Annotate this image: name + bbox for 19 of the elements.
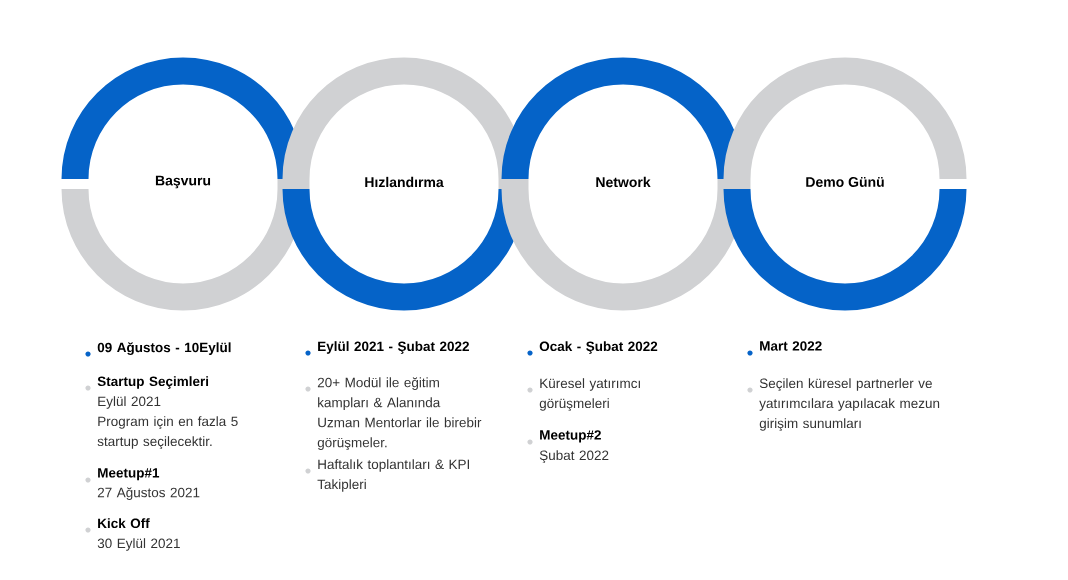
list-item: 20+ Modül ile eğitim kampları & Alanında Uzman Mentorlar ile birebir görüşmeler. <box>305 377 482 450</box>
item-text: Program için en fazla 5 startup seçilecektir. <box>97 416 238 449</box>
list-item: Seçilen küresel partnerler ve yatırımcılara yapılacak mezun girişim sunumları <box>747 378 940 431</box>
date-heading: Eylül 2021 - Şubat 2022 <box>305 341 469 356</box>
item-text: 30 Eylül 2021 <box>97 538 180 551</box>
list-item: Küresel yatırımcı görüşmeleri <box>527 378 640 411</box>
item-heading: Startup Seçimleri <box>85 376 209 391</box>
ring-node: Hızlandırma <box>282 57 526 311</box>
item-text: Eylül 2021 <box>98 396 161 409</box>
item-heading: Kick Off <box>85 518 150 533</box>
item-text: 27 Ağustos 2021 <box>97 487 200 500</box>
ring-node: Demo Günü <box>723 57 967 311</box>
date-heading: 09 Ağustos - 10Eylül <box>85 342 231 357</box>
item-text: Şubat 2022 <box>539 450 609 463</box>
item-heading: Meetup#1 <box>85 468 160 483</box>
date-heading: Ocak - Şubat 2022 <box>527 341 658 356</box>
item-heading: Meetup#2 <box>527 430 601 445</box>
date-heading: Mart 2022 <box>747 341 822 356</box>
list-item: Haftalık toplantıları & KPI Takipleri <box>305 459 469 492</box>
